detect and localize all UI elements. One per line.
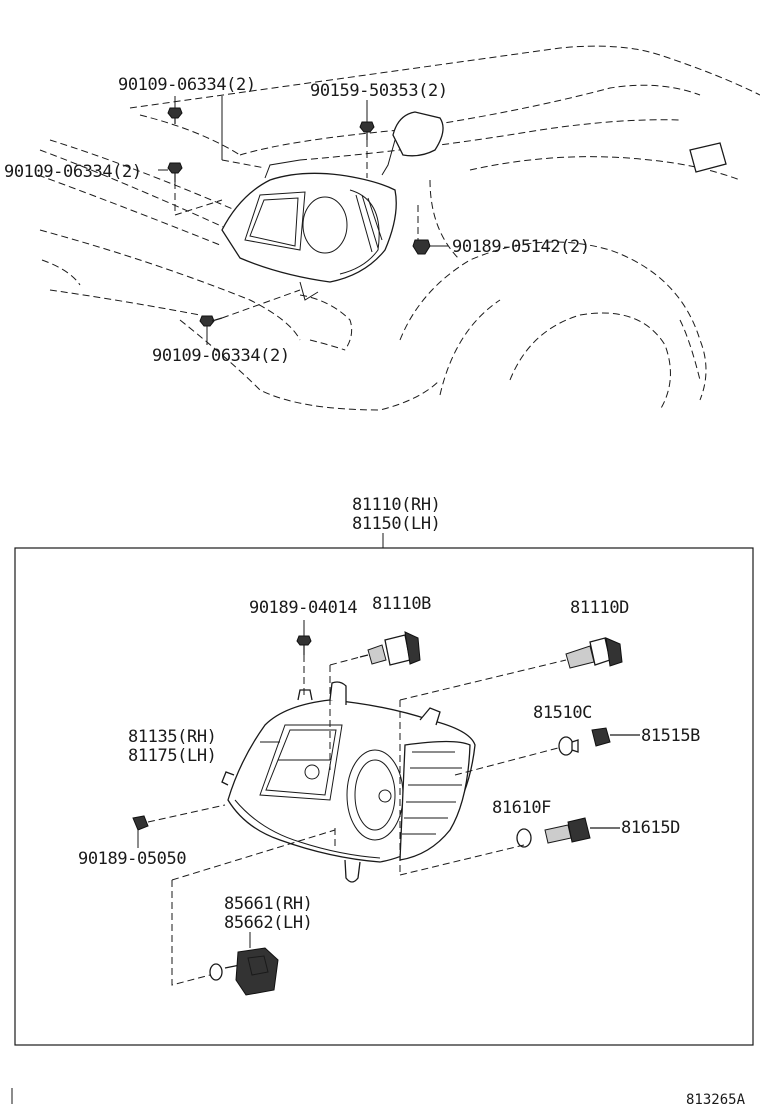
headlight-installed [221, 159, 397, 301]
label-bulb-right: 81110D [570, 598, 629, 618]
clip-icon-left [132, 815, 149, 831]
label-socket-side: 81615D [621, 818, 680, 838]
bolt-icon-lower [199, 315, 223, 327]
bolt-icon-top-center [359, 121, 375, 140]
bolt-icon-upper-left [167, 107, 183, 124]
headlight-housing [221, 681, 476, 883]
label-assembly-lh: 81150(LH) [352, 514, 441, 534]
clip-icon-right [412, 239, 431, 255]
label-bolt-left: 90109-06334(2) [4, 162, 142, 182]
label-clip-right: 90189-05142(2) [452, 237, 590, 257]
bulb-icon-small [558, 736, 579, 756]
label-clip-left: 90189-05050 [78, 849, 186, 869]
label-bolt-top-center: 90159-50353(2) [310, 81, 448, 101]
label-bulb-small: 81510C [533, 703, 592, 723]
label-actuator-lh: 85662(LH) [224, 913, 313, 933]
socket-icon-side [544, 817, 620, 844]
label-bolt-lower: 90109-06334(2) [152, 346, 290, 366]
label-screw-top: 90189-04014 [249, 598, 357, 618]
assembly-frame [14, 547, 754, 1046]
top-leader-lines [158, 96, 448, 345]
label-socket-small: 81515B [641, 726, 700, 746]
label-bolt-upper-left: 90109-06334(2) [118, 75, 256, 95]
bulb-icon-main [359, 631, 421, 666]
socket-icon-small [591, 727, 640, 747]
bolt-icon-left [167, 162, 183, 182]
bulb-icon-right [565, 637, 623, 669]
bulb-icon-side [516, 828, 532, 848]
vehicle-front-outline [37, 45, 760, 411]
actuator-icon [209, 947, 279, 996]
screw-icon-top [296, 635, 312, 655]
label-housing-lh: 81175(LH) [128, 746, 217, 766]
label-actuator-rh: 85661(RH) [224, 894, 313, 914]
label-assembly-rh: 81110(RH) [352, 495, 441, 515]
footer-code: 813265A [686, 1092, 746, 1108]
label-bulb-main: 81110B [372, 594, 431, 614]
label-housing-rh: 81135(RH) [128, 727, 217, 747]
box-leader-lines [137, 620, 567, 986]
label-bulb-side: 81610F [492, 798, 551, 818]
